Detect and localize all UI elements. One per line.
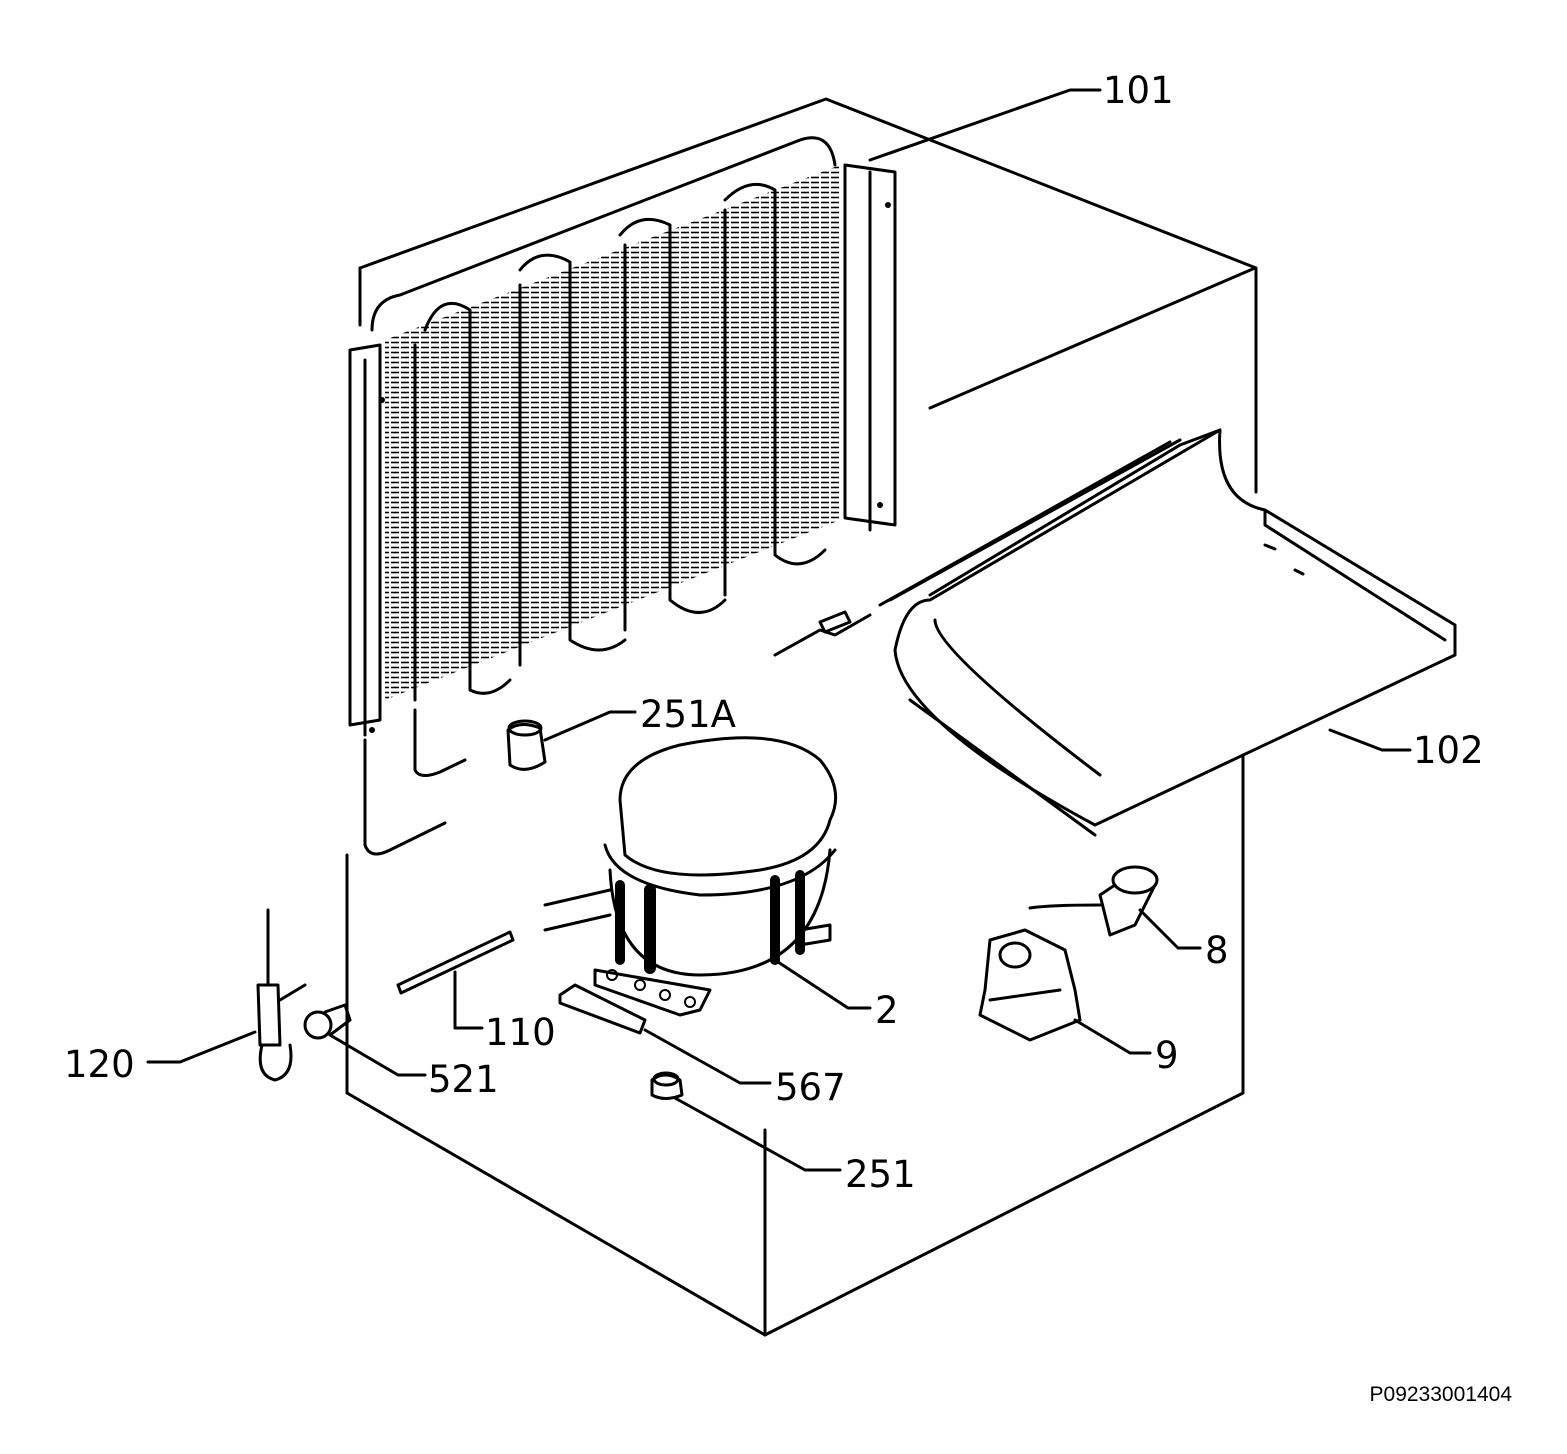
compressor	[543, 736, 838, 1017]
callout-110: 110	[485, 1011, 556, 1054]
process-tube-110	[396, 930, 515, 995]
drawing-code: P09233001404	[1369, 1383, 1512, 1406]
starter-relay-9	[978, 928, 1082, 1042]
callout-101: 101	[1103, 69, 1174, 112]
callout-2: 2	[875, 989, 899, 1032]
relay-120	[256, 908, 307, 1082]
callout-8: 8	[1205, 929, 1229, 972]
callout-251: 251	[845, 1153, 916, 1196]
callout-521: 521	[428, 1058, 499, 1101]
drier-tube	[773, 610, 872, 657]
callout-9: 9	[1155, 1034, 1179, 1077]
callout-102: 102	[1413, 729, 1484, 772]
callout-251a: 251A	[640, 693, 736, 736]
thermal-protector-8	[1028, 865, 1159, 937]
callout-120: 120	[64, 1043, 135, 1086]
grommet-251a	[506, 719, 547, 771]
mounting-plate-567	[558, 983, 647, 1035]
grommet-251	[650, 1071, 684, 1100]
callout-567: 567	[775, 1066, 846, 1109]
condenser	[348, 136, 897, 856]
plug-521	[303, 1003, 352, 1040]
drip-tray	[878, 428, 1457, 837]
leader-lines	[146, 88, 1412, 1172]
